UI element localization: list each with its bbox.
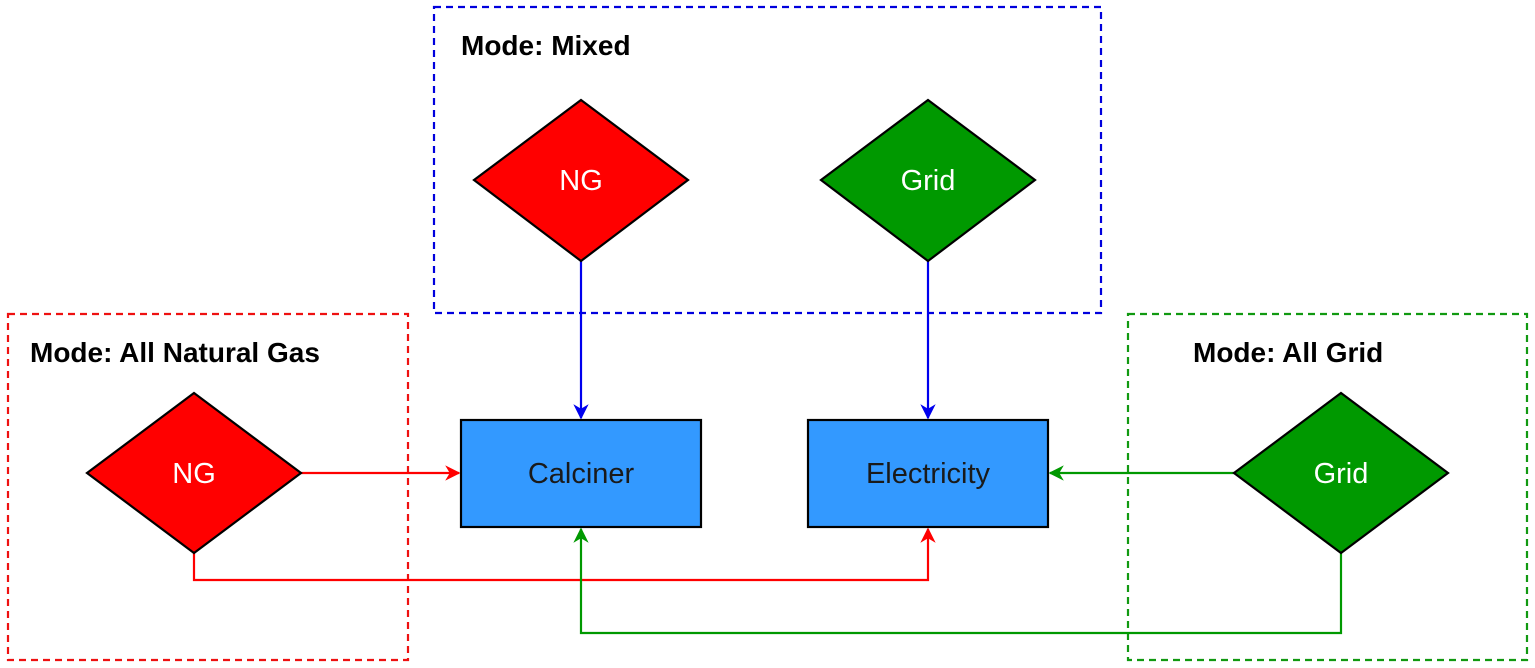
node-mixed-ng-diamond: [472, 98, 690, 263]
edge-ag-grid-to-calciner: [573, 527, 1343, 635]
group-mixed-title: Mode: Mixed: [461, 30, 631, 61]
node-mixed-grid-diamond: [819, 98, 1037, 263]
node-ag-grid-diamond: [1232, 391, 1450, 555]
group-all-grid-title: Mode: All Grid: [1193, 337, 1383, 368]
node-ag-grid-label: Grid: [1314, 458, 1369, 490]
group-all-natural-gas-title: Mode: All Natural Gas: [30, 337, 320, 368]
group-mixed-box: [432, 5, 1103, 315]
node-calciner-box: [459, 418, 703, 529]
node-calciner-label: Calciner: [528, 458, 635, 490]
node-electricity-box: [806, 418, 1050, 529]
node-mixed-grid-label: Grid: [901, 165, 956, 197]
node-electricity-label: Electricity: [866, 458, 991, 490]
node-ang-ng-label: NG: [172, 458, 216, 490]
node-ang-ng-diamond: [85, 391, 303, 555]
node-mixed-ng-label: NG: [559, 165, 603, 197]
edge-ang-ng-to-electricity: [192, 527, 936, 582]
